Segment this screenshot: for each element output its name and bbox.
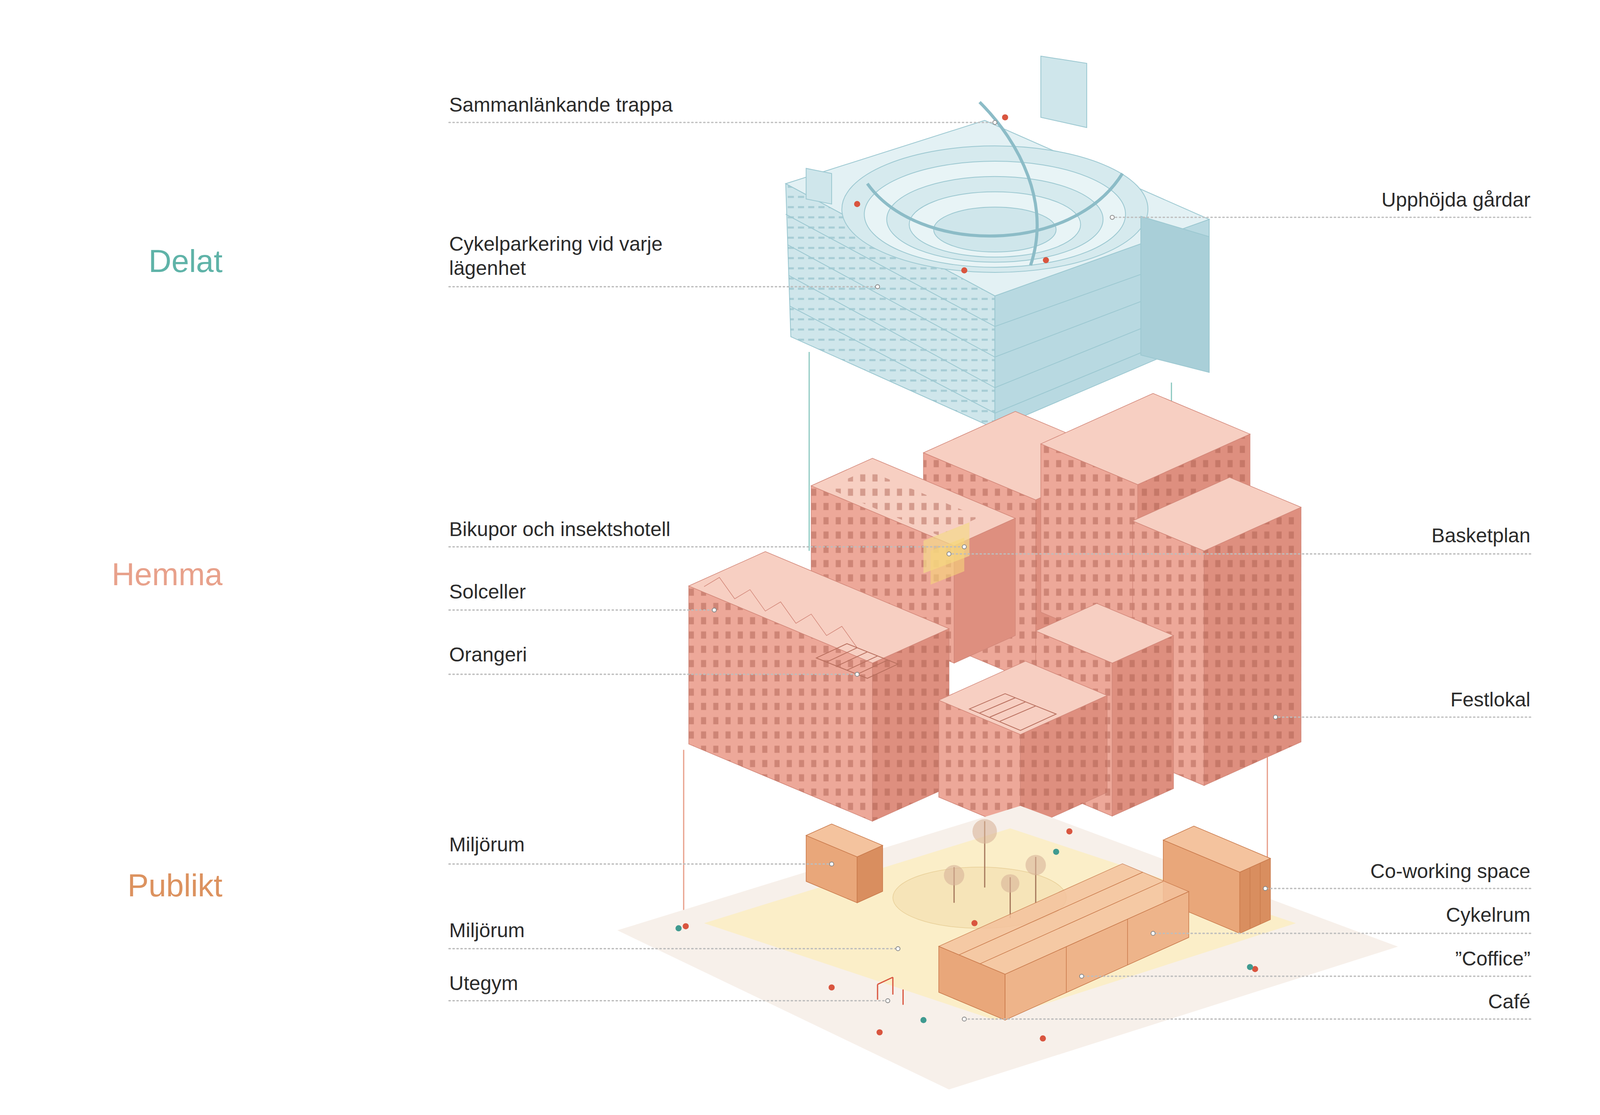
shared-layer: [785, 56, 1210, 429]
callout-label: Bikupor och insektshotell: [449, 517, 671, 542]
section-heading: Hemma: [111, 555, 223, 594]
home-layer: [688, 393, 1301, 832]
callout-label: Miljörum: [449, 832, 525, 858]
callout-label: Miljörum: [449, 918, 525, 943]
section-heading: Delat: [148, 242, 223, 280]
callout-label: Cykelrum: [1445, 903, 1531, 928]
callout-label: Co-working space: [1370, 859, 1531, 884]
callout-label: Orangeri: [449, 642, 528, 668]
callout-label: Café: [1488, 990, 1531, 1015]
callout-label: Utegym: [449, 971, 518, 996]
leader-lines: [449, 122, 1531, 1020]
callout-label: Solceller: [449, 580, 526, 605]
callout-label: Upphöjda gårdar: [1381, 187, 1531, 213]
public-layer: [617, 806, 1398, 1090]
callout-label: Basketplan: [1431, 523, 1531, 548]
callout-label: Sammanlänkande trappa: [449, 92, 673, 118]
leader-dots: [712, 120, 1278, 1022]
callout-label: Cykelparkering vid varje lägenhet: [449, 232, 666, 280]
callout-label: Festlokal: [1450, 687, 1531, 713]
section-heading: Publikt: [127, 866, 223, 905]
callout-label: ”Coffice”: [1455, 947, 1531, 972]
